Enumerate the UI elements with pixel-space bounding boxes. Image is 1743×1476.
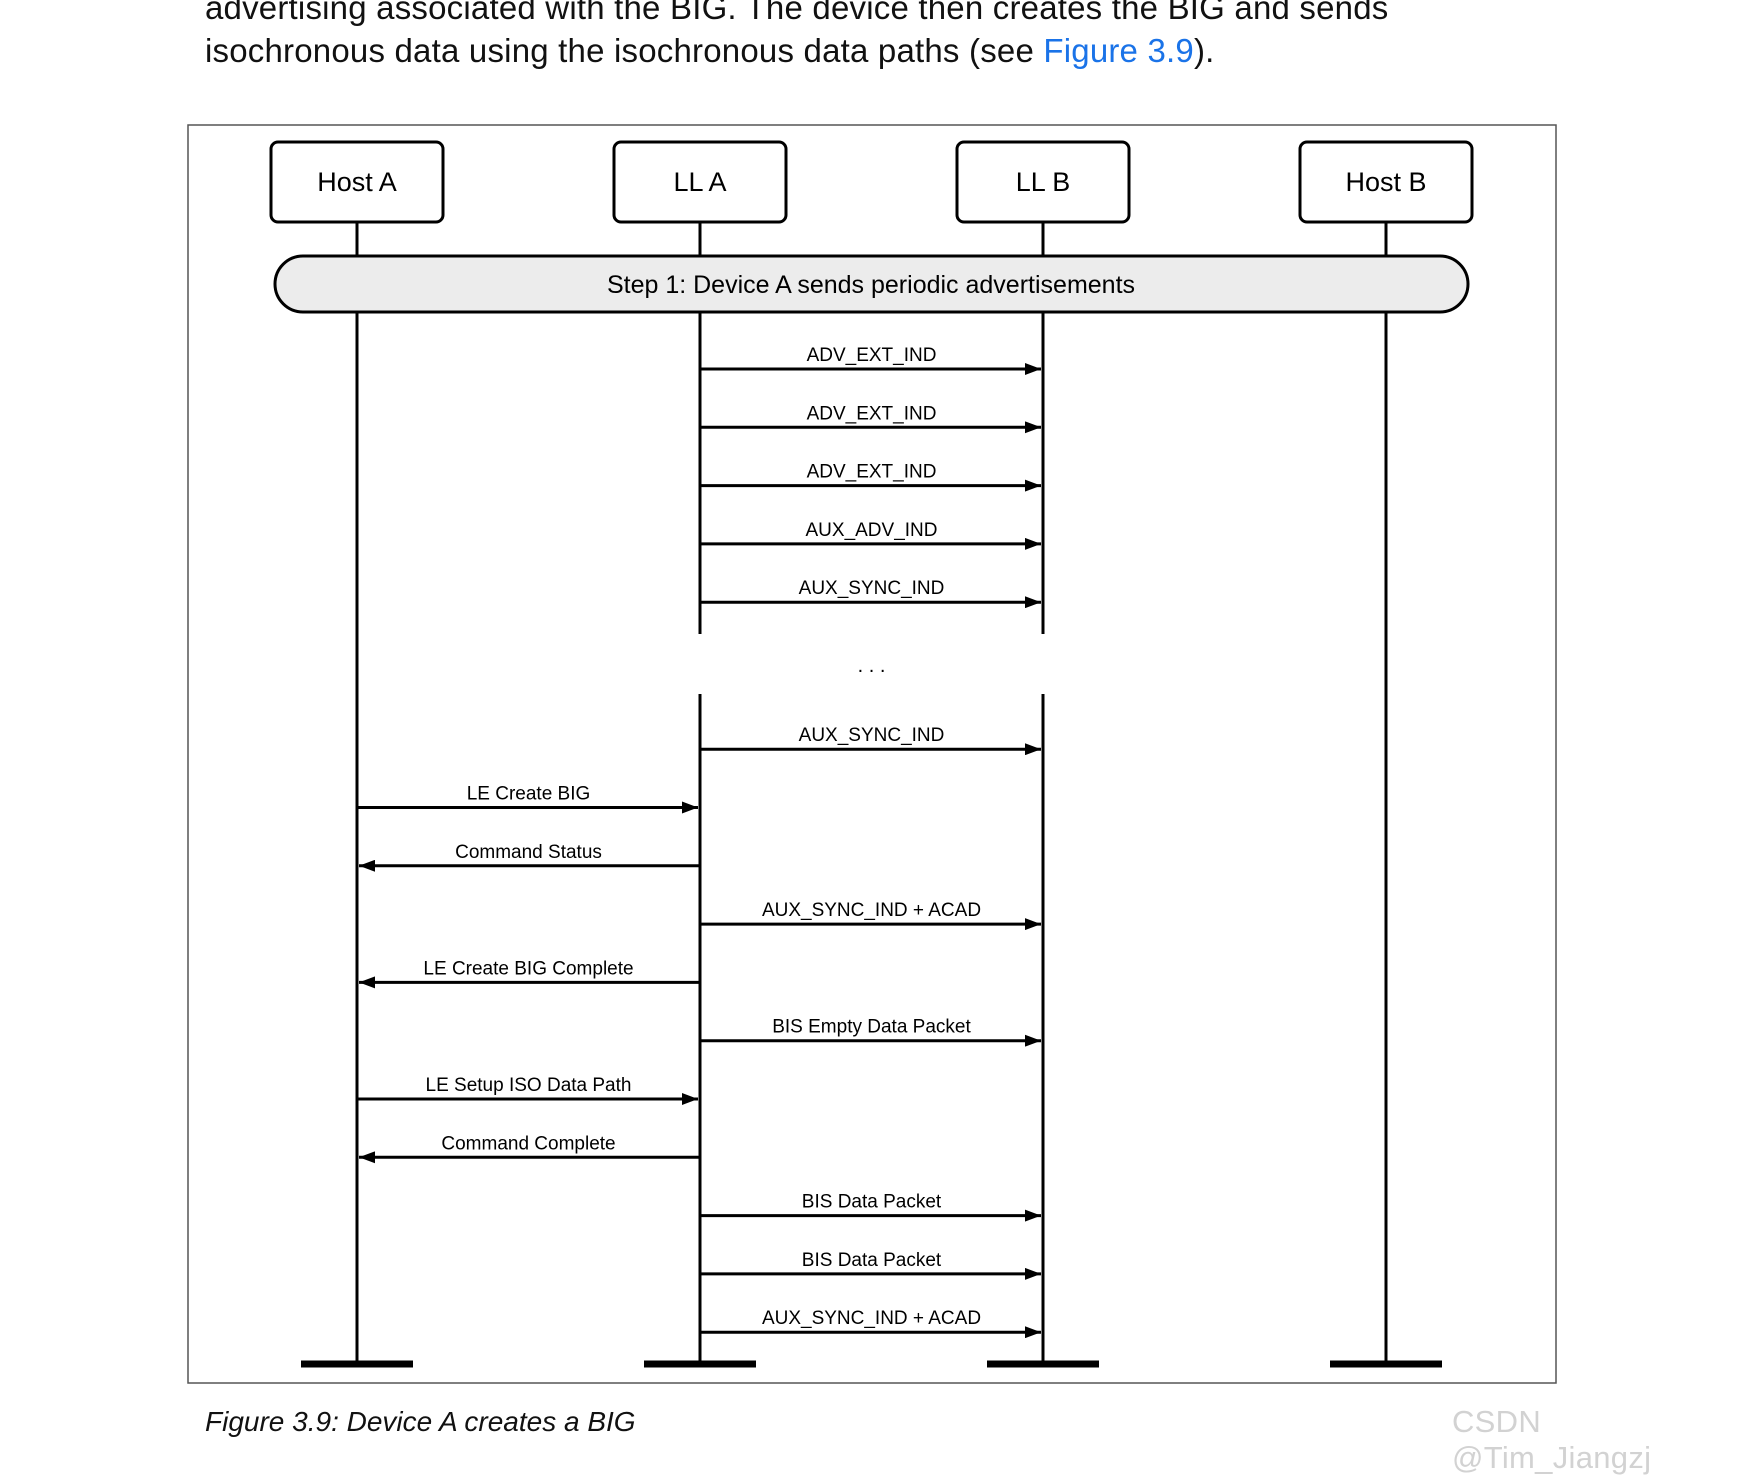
message-label: AUX_SYNC_IND + ACAD <box>762 900 981 921</box>
figure-link[interactable]: Figure 3.9 <box>1043 32 1194 69</box>
message-label: Command Status <box>455 842 602 863</box>
message-label: ADV_EXT_IND <box>807 403 937 424</box>
paragraph-line-1: advertising associated with the BIG. The… <box>205 0 1389 26</box>
sequence-diagram: Host A LL A LL B Host B Step 1: Device A se… <box>187 124 1557 1384</box>
figure-caption: Figure 3.9: Device A creates a BIG <box>205 1406 636 1437</box>
message-label: AUX_ADV_IND <box>806 520 938 541</box>
message-label: AUX_SYNC_IND <box>799 725 945 746</box>
message-label: BIS Data Packet <box>802 1250 942 1271</box>
participant-box-host-b <box>1298 140 1474 224</box>
body-paragraph: advertising associated with the BIG. The… <box>205 0 1585 72</box>
message-label: BIS Data Packet <box>802 1192 942 1213</box>
participant-box-ll-b <box>955 140 1131 224</box>
message-label: AUX_SYNC_IND + ACAD <box>762 1308 981 1329</box>
step-label: Step 1: Device A sends periodic advertis… <box>607 271 1135 299</box>
step-banner <box>273 254 1470 314</box>
participant-label-host-a: Host A <box>317 167 397 197</box>
paragraph-line-2: isochronous data using the isochronous d… <box>205 29 1585 72</box>
ellipsis-continuation: . . . <box>858 655 886 677</box>
participant-box-ll-a <box>612 140 788 224</box>
message-label: BIS Empty Data Packet <box>772 1017 971 1038</box>
message-label: Command Complete <box>441 1133 615 1154</box>
watermark: CSDN @Tim_Jiangzj <box>1452 1404 1652 1475</box>
message-label: LE Setup ISO Data Path <box>426 1075 632 1096</box>
message-label: ADV_EXT_IND <box>807 345 937 366</box>
diagram-frame <box>187 124 1557 1384</box>
participant-label-host-b: Host B <box>1345 167 1426 197</box>
message-label: LE Create BIG Complete <box>423 958 633 979</box>
participant-label-ll-b: LL B <box>1016 167 1071 197</box>
message-label: ADV_EXT_IND <box>807 462 937 483</box>
message-label: AUX_SYNC_IND <box>799 578 945 599</box>
paragraph-line-2-text: isochronous data using the isochronous d… <box>205 32 1044 69</box>
participant-box-host-a <box>269 140 445 224</box>
message-label: LE Create BIG <box>467 784 591 805</box>
participant-label-ll-a: LL A <box>673 167 726 197</box>
paragraph-line-2-end: ). <box>1193 32 1215 69</box>
